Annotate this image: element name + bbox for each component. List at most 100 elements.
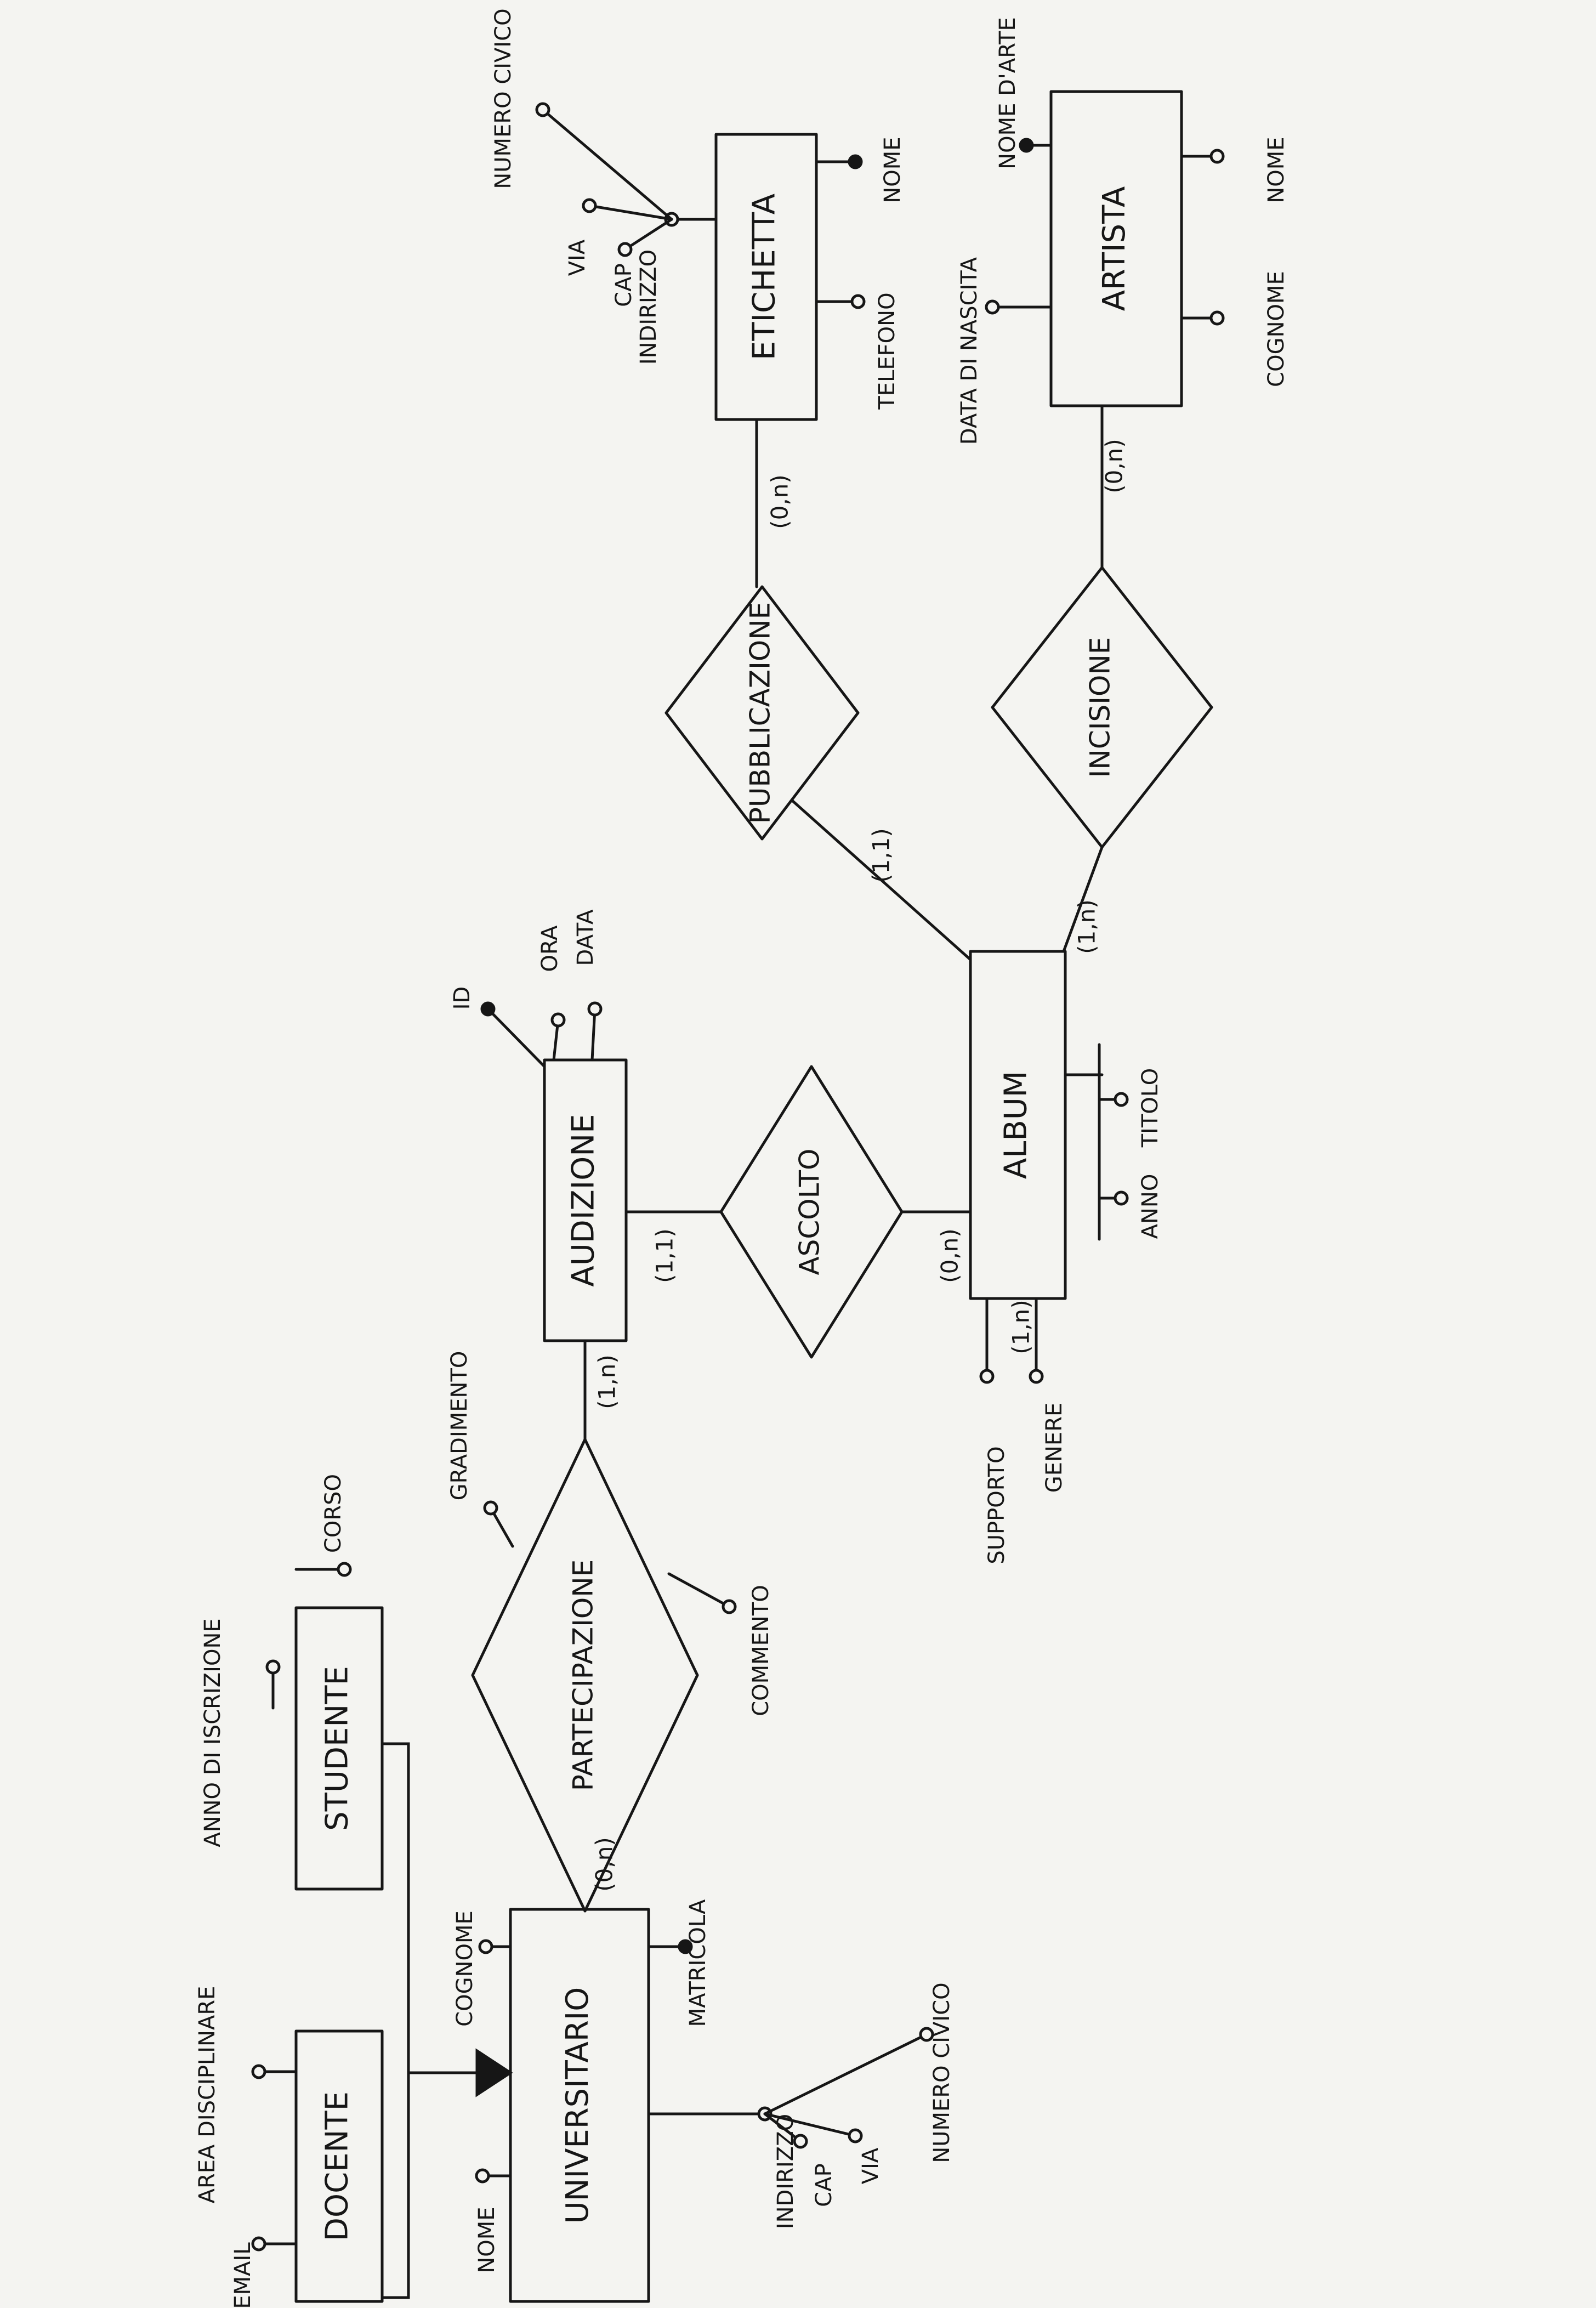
rel-partecipazione-label: PARTECIPAZIONE — [567, 1560, 599, 1791]
attr-partecipazione-commento-stem — [667, 1572, 731, 1608]
attr-artista-cognome-dot — [1209, 310, 1225, 326]
rel-incisione-label: INCISIONE — [1084, 637, 1116, 778]
attr-etichetta-telefono-label: TELEFONO — [874, 292, 900, 410]
attr-album-genere-dot — [1029, 1369, 1044, 1384]
attr-artista-nome-label: NOME — [1264, 137, 1289, 203]
attr-etichetta-nome-label: NOME — [880, 137, 905, 203]
attr-partecipazione-gradimento-label: GRADIMENTO — [447, 1351, 472, 1501]
edge-incisione-album — [1062, 846, 1104, 953]
entity-docente-box — [294, 2029, 384, 2303]
entity-album-label: ALBUM — [998, 1071, 1034, 1179]
attr-docente-email-dot — [251, 2236, 266, 2252]
attr-etichetta-numero-civico-dot — [535, 102, 550, 117]
entity-artista-box — [1049, 90, 1183, 407]
attr-audizione-data-dot — [587, 1001, 603, 1017]
attr-univ-via-stem — [763, 2112, 857, 2137]
rel-pubblicazione-label: PUBBLICAZIONE — [745, 602, 776, 824]
attr-audizione-ora-dot — [550, 1012, 566, 1028]
attr-univ-numero-civico-label: NUMERO CIVICO — [929, 1982, 955, 2163]
attr-univ-matricola-label: MATRICOLA — [685, 1899, 711, 2027]
attr-univ-cognome-dot — [478, 1939, 493, 1954]
entity-universitario-box — [509, 1908, 650, 2303]
attr-album-genere-label: GENERE — [1042, 1403, 1067, 1493]
attr-etichetta-cap-stem — [623, 218, 673, 251]
attr-docente-area-dot — [251, 2064, 266, 2079]
attr-artista-data-nascita-label: DATA DI NASCITA — [957, 257, 982, 445]
card-album-supporto: (1,n) — [1008, 1300, 1035, 1354]
attr-studente-corso-label: CORSO — [321, 1474, 346, 1553]
attr-studente-anno-iscrizione-dot — [265, 1659, 281, 1675]
card-audizione-ascolto: (1,1) — [651, 1228, 678, 1283]
entity-studente-box — [294, 1606, 384, 1891]
entity-etichetta-box — [714, 133, 818, 421]
rel-ascolto-diamond — [719, 1065, 904, 1359]
attr-etichetta-via-label: VIA — [565, 239, 590, 276]
attr-univ-cap-dot — [793, 2134, 808, 2149]
attr-audizione-data-stem — [590, 1007, 597, 1062]
entity-album-box — [969, 950, 1067, 1300]
attr-artista-nome-dot — [1209, 149, 1225, 164]
entity-docente-label: DOCENTE — [320, 2091, 355, 2241]
attr-etichetta-cap-label: CAP — [611, 263, 637, 307]
attr-etichetta-numero-civico-label: NUMERO CIVICO — [491, 8, 516, 189]
attr-partecipazione-commento-dot — [722, 1599, 737, 1614]
attr-etichetta-via-dot — [582, 198, 597, 213]
isa-connector — [380, 1742, 410, 2299]
rel-ascolto-label: ASCOLTO — [794, 1148, 826, 1275]
attr-etichetta-cap-dot — [617, 242, 633, 257]
attr-artista-nome-darte-key-dot — [1019, 138, 1034, 153]
attr-studente-corso-dot — [337, 1562, 352, 1577]
attr-album-titolo-dot — [1114, 1092, 1129, 1107]
card-artista-incisione: (0,n) — [1101, 439, 1128, 493]
attr-audizione-data-label: DATA — [573, 909, 598, 966]
card-audizione-partecipazione: (1,n) — [594, 1354, 621, 1409]
attr-etichetta-via-stem — [588, 204, 673, 221]
attr-audizione-ora-label: ORA — [537, 925, 563, 972]
attr-univ-nome-dot — [475, 2168, 490, 2184]
attr-audizione-id-stem — [486, 1007, 546, 1068]
entity-studente-label: STUDENTE — [320, 1666, 355, 1831]
isa-arrow-head — [475, 2048, 513, 2097]
card-album-incisione: (1,n) — [1074, 899, 1100, 954]
attr-artista-data-nascita-dot — [985, 299, 1000, 315]
entity-etichetta-label: ETICHETTA — [747, 194, 782, 360]
edge-pubblicazione-album — [791, 799, 972, 961]
attr-album-supporto-dot — [979, 1369, 995, 1384]
attr-etichetta-nome-key-dot — [848, 154, 863, 169]
attr-partecipazione-gradimento-dot — [483, 1500, 498, 1516]
entity-artista-label: ARTISTA — [1097, 186, 1132, 311]
card-album-ascolto: (0,n) — [936, 1228, 963, 1283]
attr-album-anno-label: ANNO — [1138, 1174, 1163, 1239]
attr-univ-via-label: VIA — [858, 2147, 883, 2184]
attr-univ-via-dot — [848, 2128, 863, 2143]
attr-docente-email-label: EMAIL — [230, 2242, 255, 2308]
attr-album-titolo-label: TITOLO — [1138, 1068, 1163, 1148]
er-diagram-group: ARTISTA ETICHETTA ALBUM AUDIZIONE STUDENTE UN… — [195, 8, 1289, 2308]
attr-audizione-id-key-dot — [480, 1001, 496, 1017]
attr-artista-cognome-label: COGNOME — [1264, 271, 1289, 387]
attr-album-anno-dot — [1114, 1190, 1129, 1206]
card-album-pubblicazione: (1,1) — [868, 828, 895, 883]
attr-artista-nome-darte-label: NOME D'ARTE — [995, 17, 1020, 169]
attr-univ-indirizzo-label: INDIRIZZO — [773, 2114, 798, 2229]
attr-etichetta-telefono-dot — [850, 294, 866, 309]
entity-audizione-label: AUDIZIONE — [566, 1114, 601, 1286]
rel-pubblicazione-diamond — [664, 585, 860, 841]
attr-univ-numero-civico-stem — [763, 2033, 928, 2116]
attr-univ-numero-civico-dot — [919, 2027, 934, 2042]
attr-univ-cap-label: CAP — [811, 2163, 837, 2207]
attr-studente-anno-iscrizione-label: ANNO DI ISCRIZIONE — [200, 1618, 225, 1847]
attr-etichetta-numero-civico-stem — [541, 108, 673, 221]
card-universitario-partecipazione: (0,n) — [591, 1837, 618, 1891]
attr-docente-area-label: AREA DISCIPLINARE — [195, 1986, 220, 2204]
attr-partecipazione-commento-label: COMMENTO — [748, 1585, 774, 1716]
attr-univ-cap-stem — [763, 2112, 802, 2143]
attr-audizione-id-label: ID — [450, 986, 475, 1010]
card-etichetta-pubblicazione: (0,n) — [766, 474, 793, 529]
attr-univ-cognome-label: COGNOME — [452, 1910, 478, 2027]
attr-etichetta-indirizzo-label: INDIRIZZO — [636, 249, 661, 365]
entity-universitario-label: UNIVERSITARIO — [560, 1987, 595, 2224]
attr-univ-nome-label: NOME — [474, 2207, 499, 2273]
attr-album-supporto-label: SUPPORTO — [984, 1446, 1009, 1564]
